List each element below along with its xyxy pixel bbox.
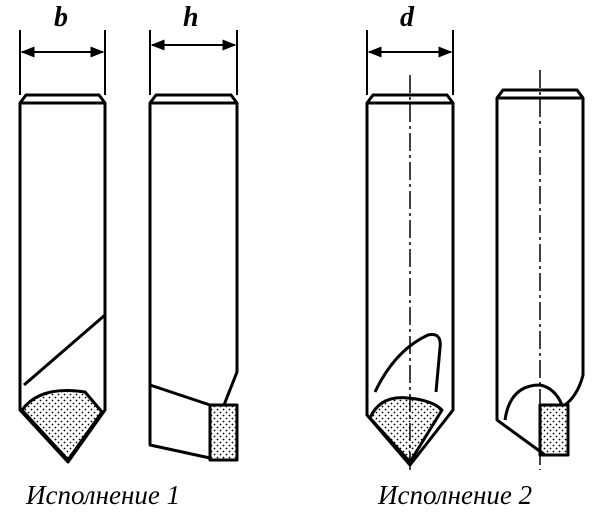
carbide-insert [538, 403, 570, 457]
caption-variant-1: Исполнение 1 [26, 480, 181, 510]
carbide-insert [208, 403, 239, 462]
tool-1-front-view [18, 30, 107, 464]
caption-variant-2: Исполнение 2 [378, 480, 533, 510]
tool-1-side-view [148, 30, 239, 462]
carbide-insert [20, 388, 104, 462]
tool-2-side-view [495, 70, 585, 470]
tool-2-front-view [365, 30, 455, 470]
carbide-insert [368, 396, 444, 464]
dimension-h-label: h [183, 2, 199, 33]
dimension-b-label: b [54, 2, 68, 33]
dimension-d-label: d [400, 2, 414, 33]
